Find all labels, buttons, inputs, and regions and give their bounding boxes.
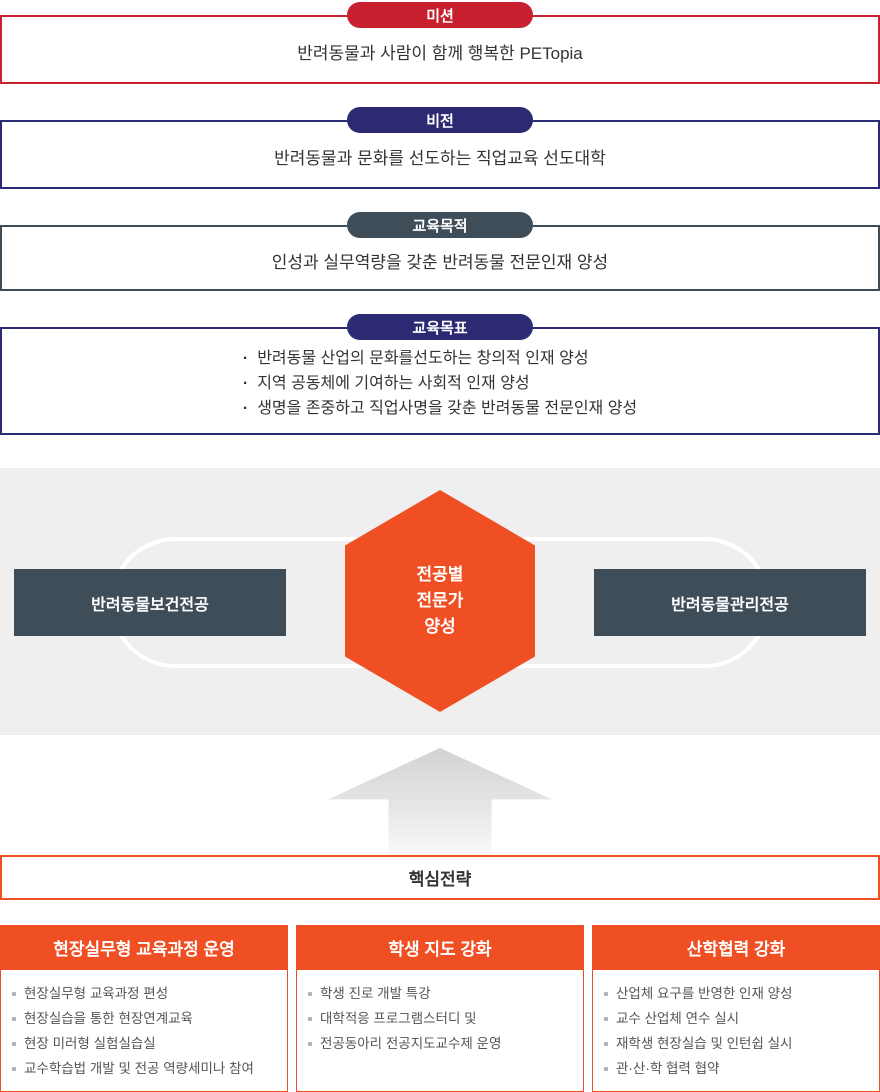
column-header: 산학협력 강화	[592, 925, 880, 970]
hexagon-text-line: 전공별	[416, 565, 464, 584]
column-item: 대학적응 프로그램스터디 및	[305, 1006, 575, 1031]
hexagon-text-line: 전문가	[416, 591, 464, 610]
purpose-section: 교육목적 인성과 실무역량을 갖춘 반려동물 전문인재 양성	[0, 212, 880, 291]
vision-badge: 비전	[347, 107, 533, 133]
goals-section: 교육목표 반려동물 산업의 문화를선도하는 창의적 인재 양성 지역 공동체에 …	[0, 314, 880, 435]
mission-section: 미션 반려동물과 사람이 함께 행복한 PETopia	[0, 2, 880, 84]
hexagon-text-line: 양성	[424, 617, 456, 636]
purpose-text: 인성과 실무역량을 갖춘 반려동물 전문인재 양성	[271, 252, 609, 272]
column-item: 관·산·학 협력 협약	[601, 1056, 871, 1081]
goal-item: 지역 공동체에 기여하는 사회적 인재 양성	[243, 371, 637, 396]
strategy-columns: 현장실무형 교육과정 운영 현장실무형 교육과정 편성 현장실습을 통한 현장연…	[0, 925, 880, 1092]
column-item: 산업체 요구를 반영한 인재 양성	[601, 981, 871, 1006]
mission-text: 반려동물과 사람이 함께 행복한 PETopia	[297, 44, 583, 63]
goals-badge: 교육목표	[347, 314, 533, 340]
goals-box: 반려동물 산업의 문화를선도하는 창의적 인재 양성 지역 공동체에 기여하는 …	[0, 327, 880, 435]
core-strategy-box: 핵심전략	[0, 855, 880, 900]
core-strategy-text: 핵심전략	[408, 870, 472, 889]
column-item-list: 산업체 요구를 반영한 인재 양성 교수 산업체 연수 실시 재학생 현장실습 …	[592, 970, 880, 1092]
column-item: 전공동아리 전공지도교수제 운영	[305, 1031, 575, 1056]
arrow-section	[0, 735, 880, 855]
column-student-guidance: 학생 지도 강화 학생 진로 개발 특강 대학적응 프로그램스터디 및 전공동아…	[296, 925, 584, 1092]
column-header: 현장실무형 교육과정 운영	[0, 925, 288, 970]
up-arrow-icon	[328, 748, 552, 855]
mission-badge: 미션	[347, 2, 533, 28]
majors-panel: 반려동물보건전공 반려동물관리전공 전공별 전문가 양성	[0, 468, 880, 735]
column-item: 현장 미러형 실험실습실	[9, 1031, 279, 1056]
purpose-badge: 교육목적	[347, 212, 533, 238]
vision-box: 반려동물과 문화를 선도하는 직업교육 선도대학	[0, 120, 880, 189]
major-box-health: 반려동물보건전공	[14, 569, 286, 636]
column-field-curriculum: 현장실무형 교육과정 운영 현장실무형 교육과정 편성 현장실습을 통한 현장연…	[0, 925, 288, 1092]
column-industry-cooperation: 산학협력 강화 산업체 요구를 반영한 인재 양성 교수 산업체 연수 실시 재…	[592, 925, 880, 1092]
column-item: 교수 산업체 연수 실시	[601, 1006, 871, 1031]
column-item: 학생 진로 개발 특강	[305, 981, 575, 1006]
goal-item: 반려동물 산업의 문화를선도하는 창의적 인재 양성	[243, 346, 637, 371]
column-header: 학생 지도 강화	[296, 925, 584, 970]
column-item: 교수학습법 개발 및 전공 역량세미나 참여	[9, 1056, 279, 1081]
vision-section: 비전 반려동물과 문화를 선도하는 직업교육 선도대학	[0, 107, 880, 189]
column-item: 재학생 현장실습 및 인턴쉽 실시	[601, 1031, 871, 1056]
goal-item: 생명을 존중하고 직업사명을 갖춘 반려동물 전문인재 양성	[243, 396, 637, 421]
column-item-list: 현장실무형 교육과정 편성 현장실습을 통한 현장연계교육 현장 미러형 실험실…	[0, 970, 288, 1092]
vision-text: 반려동물과 문화를 선도하는 직업교육 선도대학	[274, 149, 606, 168]
column-item-list: 학생 진로 개발 특강 대학적응 프로그램스터디 및 전공동아리 전공지도교수제…	[296, 970, 584, 1092]
major-box-management: 반려동물관리전공	[594, 569, 866, 636]
hexagon-center: 전공별 전문가 양성	[345, 490, 535, 712]
column-item: 현장실습을 통한 현장연계교육	[9, 1006, 279, 1031]
column-item: 현장실무형 교육과정 편성	[9, 981, 279, 1006]
goal-list: 반려동물 산업의 문화를선도하는 창의적 인재 양성 지역 공동체에 기여하는 …	[243, 346, 637, 421]
